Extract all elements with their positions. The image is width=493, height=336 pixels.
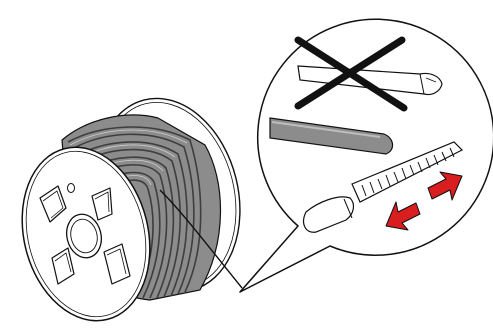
wire-spool-icon <box>5 83 260 334</box>
spool-pin-hole <box>68 184 75 193</box>
